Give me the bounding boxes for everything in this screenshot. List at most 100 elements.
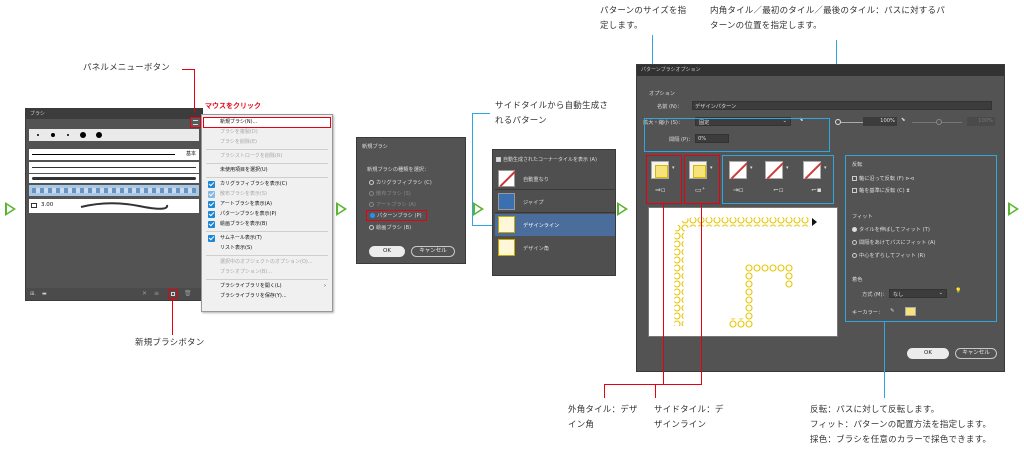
- remove-stroke-icon[interactable]: ✕: [142, 290, 148, 297]
- slider-handle-icon[interactable]: [936, 119, 942, 125]
- radio-scatter[interactable]: 散布ブラシ (S): [369, 190, 411, 197]
- highlight-scale-spacing: [644, 118, 830, 152]
- annotation-side-tile-auto: サイドタイルから自動生成さ れるパターン: [495, 101, 609, 126]
- chevron-down-icon: ▾: [672, 165, 675, 171]
- new-brush-cancel-button[interactable]: キャンセル: [411, 246, 455, 257]
- fit-approx-radio[interactable]: 中心をずらしてフィット (R): [852, 252, 925, 259]
- tile-yellow-pattern-icon: [498, 216, 515, 233]
- brush-dot-icon[interactable]: [37, 134, 39, 136]
- spacing-input[interactable]: 0%: [695, 134, 729, 143]
- scale-max-input[interactable]: 100%: [967, 117, 995, 126]
- menu-item-delete-brush[interactable]: ブラシを削除(E): [220, 139, 257, 145]
- brush-type-prompt: 新規ブラシの種類を選択：: [367, 167, 430, 173]
- radio-icon: [369, 225, 374, 230]
- outer-corner-tile-button[interactable]: [651, 161, 669, 179]
- leader-line: [182, 69, 194, 70]
- name-input[interactable]: デザインパターン: [692, 101, 992, 110]
- fit-spacing-radio[interactable]: 間隔をあけてパスにフィット (A): [852, 239, 936, 246]
- leader-line: [604, 384, 664, 385]
- radio-pattern[interactable]: パターンブラシ (P): [366, 210, 427, 221]
- brush-art-row[interactable]: 3.00: [29, 199, 199, 213]
- menu-item-duplicate-brush[interactable]: ブラシを複製(D): [220, 129, 258, 135]
- menu-item-new-brush[interactable]: 新規ブラシ(N)...: [203, 117, 331, 128]
- menu-item-show-calligraphic[interactable]: カリグラフィブラシを表示(C): [204, 180, 330, 189]
- slider-handle-icon[interactable]: [835, 119, 841, 125]
- brush-dot-icon[interactable]: [51, 133, 55, 137]
- leader-line: [701, 204, 702, 384]
- scale-select[interactable]: 固定 ⌄: [695, 117, 791, 126]
- new-brush-ok-button[interactable]: OK: [369, 246, 405, 257]
- scale-slider[interactable]: [835, 119, 887, 125]
- menu-item-selected-object-options[interactable]: 選択中のオブジェクトのオプション(O)...: [220, 259, 313, 265]
- eyedropper-icon[interactable]: ✎: [890, 308, 895, 314]
- key-color-swatch[interactable]: [905, 307, 916, 316]
- chevron-down-icon: ⌄: [938, 290, 943, 296]
- pattern-brush-options-title: パターンブラシオプション: [637, 65, 1004, 76]
- flip-across-checkbox[interactable]: 軸を基準に反転 (C) ⧗: [852, 187, 910, 195]
- highlight-side-tile: [684, 155, 720, 204]
- options-section-label: オプション: [649, 91, 675, 97]
- brush-dot-icon[interactable]: [96, 132, 102, 138]
- brush-dot-icon[interactable]: [67, 134, 69, 136]
- brush-charcoal-row[interactable]: [29, 174, 199, 183]
- brush-swatch-icon[interactable]: ▬: [42, 291, 47, 297]
- brushes-panel-tab[interactable]: ブラシ: [26, 109, 202, 119]
- radio-calligraphic[interactable]: カリグラフィブラシ (C): [369, 179, 432, 186]
- pattern-options-ok-button[interactable]: OK: [907, 348, 949, 359]
- menu-item-select-unused[interactable]: 未使用項目を選択(U): [220, 167, 268, 173]
- start-tile-type-icon: ⌐▫: [773, 186, 784, 194]
- brush-dot-icon[interactable]: [80, 132, 86, 138]
- menu-item-open-brush-library[interactable]: ブラシライブラリを開く(L)›: [220, 283, 326, 289]
- charcoal-stroke: [32, 177, 196, 180]
- flip-section-label: 反転: [852, 162, 863, 168]
- check-icon: [208, 235, 215, 242]
- flip-along-icon: ⊳⊲: [905, 176, 915, 182]
- leader-line: [655, 384, 702, 385]
- side-tile-button[interactable]: [689, 161, 707, 179]
- pattern-options-cancel-button[interactable]: キャンセル: [955, 348, 997, 359]
- brush-calligraphic-row[interactable]: [29, 162, 199, 173]
- delete-brush-icon[interactable]: 🗑: [184, 290, 192, 297]
- outer-corner-type-icon: ⇒▫: [655, 186, 666, 194]
- method-select[interactable]: なし ⌄: [889, 289, 947, 298]
- radio-art[interactable]: アートブラシ (A): [369, 201, 416, 208]
- brush-options-icon[interactable]: ≡: [154, 290, 160, 297]
- scale-variation-slider[interactable]: [912, 119, 962, 125]
- menu-item-save-brush-library[interactable]: ブラシライブラリを保存(Y)...: [220, 293, 287, 299]
- brush-basic-row[interactable]: 基本: [29, 149, 199, 160]
- menu-item-list-view[interactable]: リスト表示(S): [220, 245, 253, 251]
- step-arrow-icon: [1008, 202, 1019, 216]
- show-auto-corner-checkbox[interactable]: 自動生成されたコーナータイルを表示 (A): [496, 156, 597, 163]
- menu-item-thumbnail-view[interactable]: サムネール表示(T): [204, 234, 330, 243]
- new-brush-dialog-title: 新規ブラシ: [362, 144, 388, 150]
- flip-along-checkbox[interactable]: 軸に沿って反転 (F) ⊳⊲: [852, 175, 914, 182]
- menu-item-show-pattern[interactable]: パターンブラシを表示(P): [204, 210, 330, 219]
- name-label: 名前 (N)：: [657, 104, 683, 110]
- inner-corner-tile-button[interactable]: [729, 161, 747, 179]
- tile-option-jaipur[interactable]: ジャイプ: [495, 191, 615, 213]
- menu-item-show-art[interactable]: アートブラシを表示(A): [204, 200, 330, 209]
- new-brush-button[interactable]: [168, 289, 178, 299]
- menu-item-show-bristle[interactable]: 絵画ブラシを表示(B): [204, 220, 330, 229]
- annotation-mouse-click: マウスをクリック: [205, 102, 261, 110]
- library-icon[interactable]: ⊞.: [30, 291, 36, 297]
- leader-line: [194, 69, 195, 113]
- end-tile-button[interactable]: [803, 161, 821, 179]
- scale-percent-input[interactable]: 100%: [863, 117, 897, 126]
- menu-item-remove-brush-stroke[interactable]: ブラシストロークを削除(R): [220, 153, 283, 159]
- radio-bristle[interactable]: 絵画ブラシ (B): [369, 224, 411, 231]
- menu-item-show-scatter[interactable]: 散布ブラシを表示(S): [204, 190, 330, 199]
- radio-icon: [369, 202, 374, 207]
- fit-stretch-radio[interactable]: タイルを伸ばしてフィット (T): [852, 226, 930, 233]
- tips-bulb-icon[interactable]: 💡: [955, 288, 962, 294]
- tile-option-design-corner[interactable]: デザイン角: [495, 237, 615, 259]
- panel-menu-button[interactable]: [190, 117, 201, 128]
- panel-flyout-menu: 新規ブラシ(N)... ブラシを複製(D) ブラシを削除(E) ブラシストローク…: [201, 114, 333, 312]
- tile-option-auto-overlap[interactable]: 自動重なり: [495, 168, 615, 190]
- brushes-panel: ブラシ 基本 3.00 ⊞. ▬ ✕ ≡ 🗑: [25, 108, 203, 301]
- tile-option-design-line[interactable]: デザインライン: [495, 214, 615, 236]
- menu-item-brush-options[interactable]: ブラシオプション(B)...: [220, 269, 273, 275]
- leader-line: [472, 113, 473, 225]
- brush-pattern-row[interactable]: [29, 185, 199, 196]
- start-tile-button[interactable]: [765, 161, 783, 179]
